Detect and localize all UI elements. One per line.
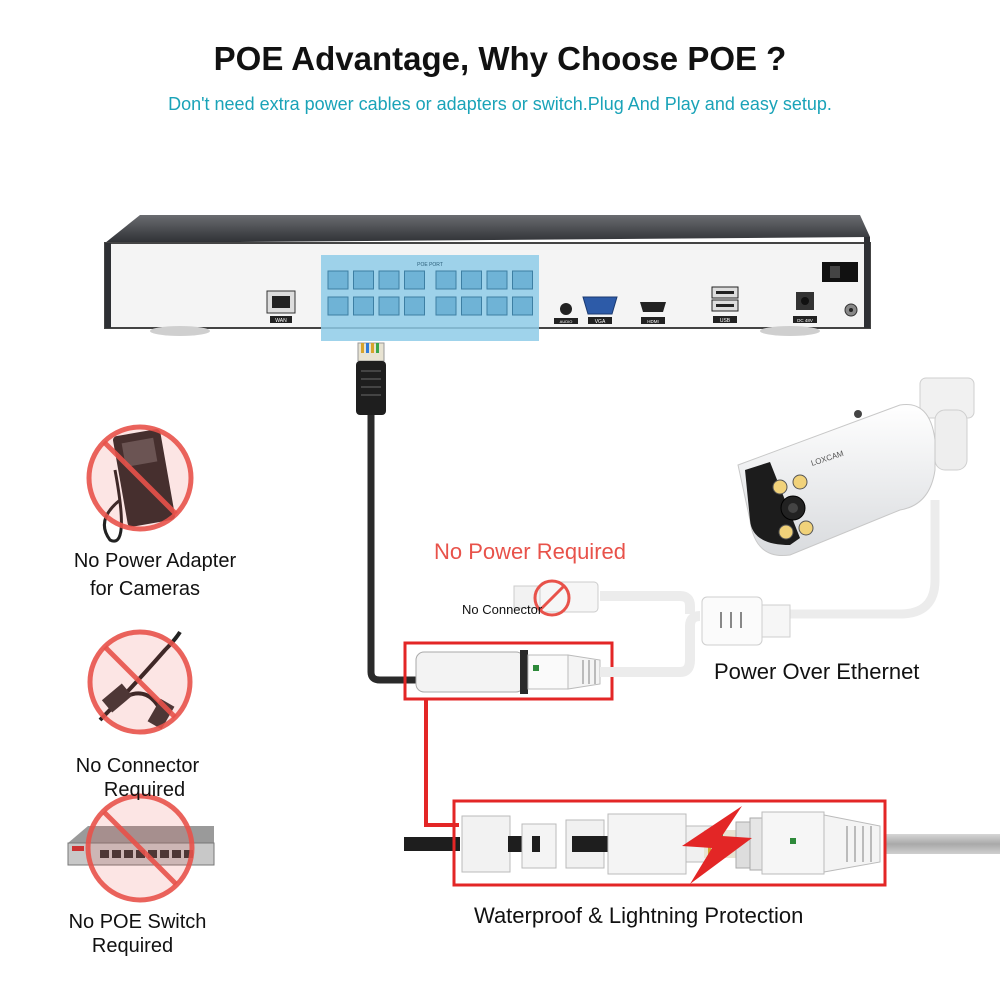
waterproof-highlight-box	[452, 799, 887, 887]
waterproof-connector	[461, 811, 881, 875]
poe-port	[486, 270, 508, 290]
power-over-ethernet-label: Power Over Ethernet	[714, 659, 920, 684]
poe-injector-plug	[415, 650, 601, 694]
poe-port-label: POE PORT	[417, 262, 443, 268]
poe-switch-icon	[67, 793, 215, 903]
poe-port	[353, 296, 374, 316]
dc-label: DC 48V	[797, 318, 813, 323]
power-adapter-icon	[86, 424, 194, 543]
no-switch-label-line1: No POE Switch	[68, 911, 207, 933]
hdmi-label: HDMI	[647, 319, 659, 324]
poe-port	[404, 296, 425, 316]
cable-black-left	[404, 837, 460, 851]
audio-port: AUDIO	[554, 303, 578, 324]
red-pointer-line	[424, 698, 459, 827]
white-cable-upper	[600, 591, 695, 614]
no-power-required-label: No Power Required	[434, 539, 626, 564]
audio-label: AUDIO	[560, 319, 573, 324]
poe-port	[435, 296, 457, 316]
lightning-icon	[682, 806, 752, 884]
poe-port	[486, 296, 508, 316]
camera-cable	[790, 500, 940, 619]
power-switch	[822, 262, 858, 317]
poe-port	[461, 270, 482, 290]
no-adapter-label-line1: No Power Adapter	[73, 550, 237, 572]
no-connector-small-label: No Connector	[462, 602, 543, 617]
poe-port	[378, 270, 400, 290]
waterproof-label: Waterproof & Lightning Protection	[474, 903, 804, 928]
no-connector-label-line2: Required	[103, 779, 186, 801]
nvr-top-panel	[105, 215, 870, 243]
page-title: POE Advantage, Why Choose POE ?	[213, 40, 787, 77]
camera-icon: LOXCAM	[737, 377, 975, 557]
splitter-box	[701, 596, 791, 646]
wan-label: WAN	[275, 318, 287, 324]
ethernet-cable-black	[367, 415, 420, 684]
wan-port: WAN	[266, 290, 296, 324]
poe-port	[353, 270, 374, 290]
page-subtitle: Don't need extra power cables or adapter…	[168, 94, 832, 114]
bnc-connector-icon	[87, 629, 193, 735]
vga-label: VGA	[595, 319, 606, 325]
poe-port	[435, 270, 457, 290]
poe-port	[327, 270, 349, 290]
rj45-plug-top	[356, 342, 386, 415]
no-switch-label-line2: Required	[91, 935, 174, 957]
poe-port	[461, 296, 482, 316]
poe-port	[512, 296, 533, 316]
white-cable-lower	[600, 611, 701, 677]
poe-port	[327, 296, 349, 316]
cable-gray-right	[884, 834, 1000, 854]
nvr-device: WAN POE PORT AUDIO VGA HDM	[104, 215, 871, 341]
usb-label: USB	[720, 318, 731, 324]
no-adapter-label-line2: for Cameras	[89, 578, 201, 600]
no-connector-label-line1: No Connector	[75, 755, 200, 777]
poe-port	[378, 296, 400, 316]
poe-port	[512, 270, 533, 290]
vga-port: VGA	[582, 296, 618, 325]
prohibited-icon-small	[533, 579, 571, 617]
usb-ports: USB	[711, 286, 739, 324]
hdmi-port: HDMI	[640, 302, 666, 324]
dc-port: DC 48V	[793, 292, 817, 323]
poe-ports	[327, 270, 533, 316]
poe-port	[404, 270, 425, 290]
